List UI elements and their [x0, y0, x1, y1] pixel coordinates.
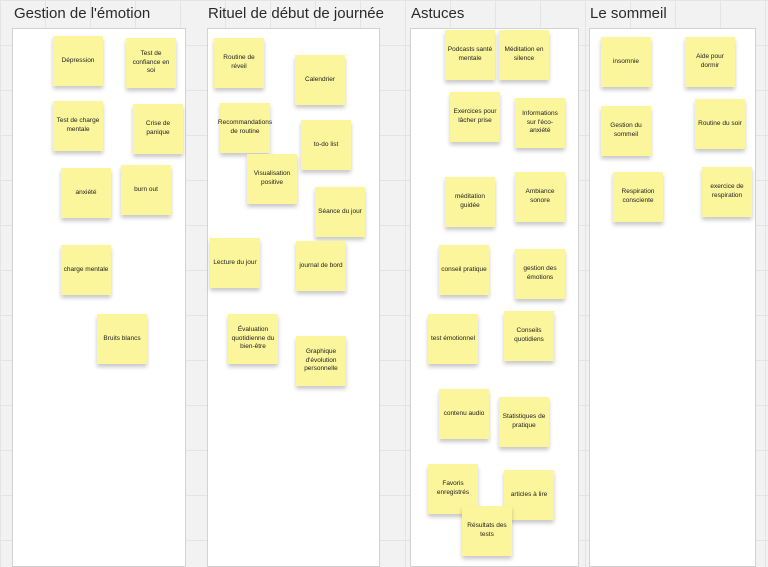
sticky-note[interactable]: Podcasts santé mentale — [445, 30, 495, 80]
sticky-note[interactable]: burn out — [121, 165, 171, 215]
sticky-note[interactable]: Crise de panique — [133, 104, 183, 154]
sticky-note[interactable]: Routine du soir — [695, 99, 745, 149]
sticky-note[interactable]: Bruits blancs — [97, 314, 147, 364]
sticky-note[interactable]: Test de charge mentale — [53, 101, 103, 151]
sticky-note[interactable]: Test de confiance en soi — [126, 38, 176, 88]
sticky-note[interactable]: conseil pratique — [439, 245, 489, 295]
sticky-note[interactable]: Méditation en silence — [499, 30, 549, 80]
sticky-note[interactable]: articles à lire — [504, 470, 554, 520]
sticky-note[interactable]: Conseils quotidiens — [504, 311, 554, 361]
sticky-note[interactable]: Ambiance sonore — [515, 172, 565, 222]
sticky-note[interactable]: Exercices pour lâcher prise — [450, 92, 500, 142]
sticky-note[interactable]: Respiration consciente — [613, 172, 663, 222]
sticky-note[interactable]: Calendrier — [295, 55, 345, 105]
column-title-sleep[interactable]: Le sommeil — [590, 5, 667, 22]
sticky-note[interactable]: Évaluation quotidienne du bien-être — [228, 314, 278, 364]
column-title-morning-ritual[interactable]: Rituel de début de journée — [208, 5, 384, 22]
sticky-note[interactable]: Visualisation positive — [247, 154, 297, 204]
sticky-note[interactable]: exercice de respiration — [702, 167, 752, 217]
column-title-emotion[interactable]: Gestion de l'émotion — [14, 5, 151, 22]
sticky-note[interactable]: charge mentale — [61, 245, 111, 295]
sticky-note[interactable]: Résultats des tests — [462, 506, 512, 556]
sticky-note[interactable]: journal de bord — [296, 241, 346, 291]
sticky-note[interactable]: insomnie — [601, 37, 651, 87]
sticky-note[interactable]: contenu audio — [439, 389, 489, 439]
sticky-note[interactable]: Dépression — [53, 36, 103, 86]
sticky-note[interactable]: Favoris enregistrés — [428, 464, 478, 514]
sticky-note[interactable]: Lecture du jour — [210, 238, 260, 288]
sticky-note[interactable]: Séance du jour — [315, 187, 365, 237]
sticky-note[interactable]: gestion des émotions — [515, 249, 565, 299]
sticky-note[interactable]: to-do list — [301, 120, 351, 170]
sticky-note[interactable]: Statistiques de pratique — [499, 397, 549, 447]
sticky-note[interactable]: Graphique d'évolution personnelle — [296, 336, 346, 386]
sticky-note[interactable]: anxiété — [61, 168, 111, 218]
sticky-note[interactable]: Routine de réveil — [214, 38, 264, 88]
column-title-tips[interactable]: Astuces — [411, 5, 465, 22]
sticky-note[interactable]: Gestion du sommeil — [601, 106, 651, 156]
sticky-note[interactable]: test émotionnel — [428, 314, 478, 364]
sticky-note[interactable]: méditation guidée — [445, 177, 495, 227]
sticky-note[interactable]: Informations sur l'éco-anxiété — [515, 98, 565, 148]
sticky-note[interactable]: Recommandations de routine — [218, 103, 272, 153]
sticky-note[interactable]: Aide pour dormir — [685, 37, 735, 87]
